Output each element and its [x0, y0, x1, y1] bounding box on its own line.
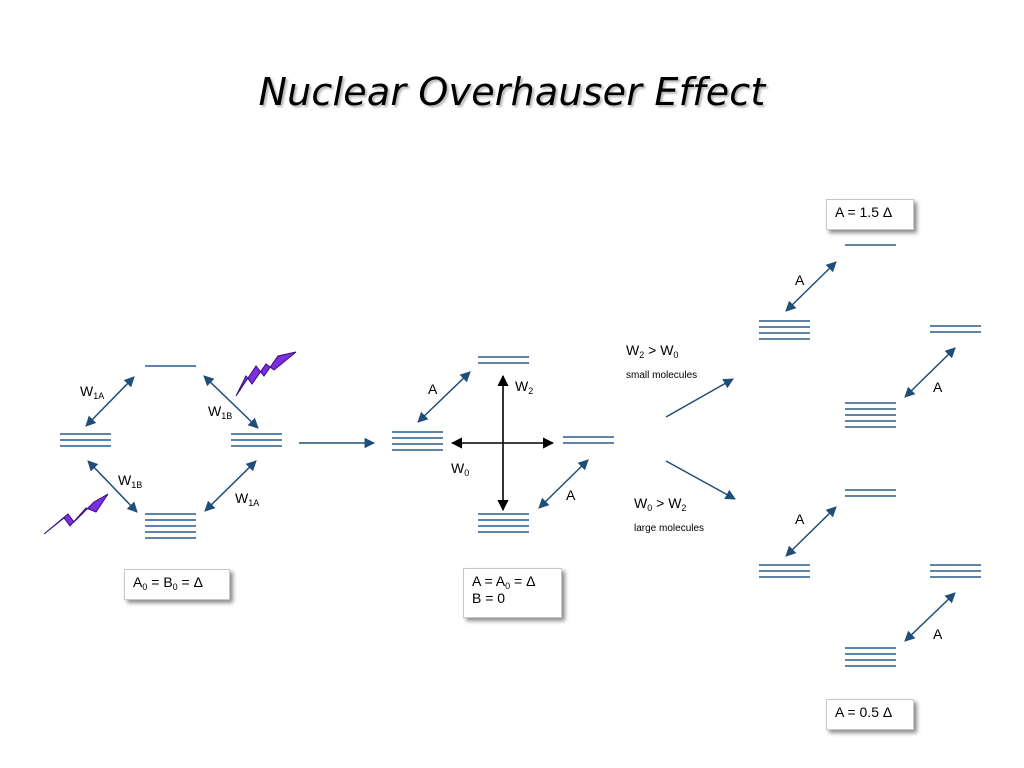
arrow-rb-a-lower — [904, 592, 956, 642]
right-bottom-result-box: A = 0.5 Δ — [826, 699, 914, 730]
rt-level-right — [930, 325, 981, 333]
lightning-bolt-icon-bottom — [43, 493, 109, 535]
arrow-w1a-bottom — [204, 460, 257, 512]
slide-title: Nuclear Overhauser Effect — [258, 70, 766, 114]
middle-level-top — [478, 356, 529, 364]
label-rt-a-lower: A — [933, 379, 943, 395]
rt-level-bottom — [845, 402, 896, 428]
arrow-w1b-bottom — [87, 460, 138, 513]
label-middle-a-upper: A — [428, 381, 438, 397]
arrow-rt-a-upper — [785, 261, 837, 312]
label-w1a-bottom: W1A — [235, 490, 260, 508]
arrow-branch-small — [665, 378, 734, 418]
label-rb-a-lower: A — [933, 626, 943, 642]
label-middle-w0: W0 — [451, 460, 470, 478]
left-level-left — [60, 433, 111, 447]
rt-level-left — [759, 320, 810, 340]
label-middle-a-lower: A — [566, 487, 576, 503]
label-w1a-top: W1A — [80, 383, 105, 401]
rb-level-left — [759, 564, 810, 578]
middle-level-right — [563, 436, 614, 444]
label-w2-gt-w0: W2 > W0 — [626, 342, 679, 360]
label-w0-gt-w2: W0 > W2 — [634, 495, 687, 513]
rb-level-right — [930, 564, 981, 578]
arrow-rb-a-upper — [785, 506, 837, 557]
right-top-result-box: A = 1.5 Δ — [826, 199, 914, 230]
left-level-bottom — [145, 513, 196, 539]
label-w1b-bottom: W1B — [118, 472, 143, 490]
middle-level-left — [392, 431, 443, 451]
label-rt-a-upper: A — [795, 272, 805, 288]
arrow-middle-a-upper — [417, 371, 471, 423]
label-rb-a-upper: A — [795, 511, 805, 527]
lightning-bolt-icon-top — [235, 351, 297, 397]
arrow-w1a-top — [85, 376, 135, 427]
left-level-right — [231, 433, 282, 447]
rb-level-top — [845, 489, 896, 497]
label-large-molecules: large molecules — [634, 523, 705, 534]
left-condition-box: A0 = B0 = Δ — [124, 569, 230, 600]
rb-level-bottom — [845, 647, 896, 667]
middle-condition-box: A = A0 = Δ B = 0 — [463, 568, 562, 618]
arrow-middle-a-lower — [538, 459, 589, 509]
arrow-branch-large — [665, 460, 736, 500]
label-w1b-top: W1B — [208, 403, 233, 421]
arrow-rt-a-lower — [904, 347, 956, 398]
arrow-w1b-top — [203, 375, 259, 429]
label-middle-w2: W2 — [515, 378, 534, 396]
label-small-molecules: small molecules — [626, 370, 698, 381]
middle-level-bottom — [478, 513, 529, 533]
